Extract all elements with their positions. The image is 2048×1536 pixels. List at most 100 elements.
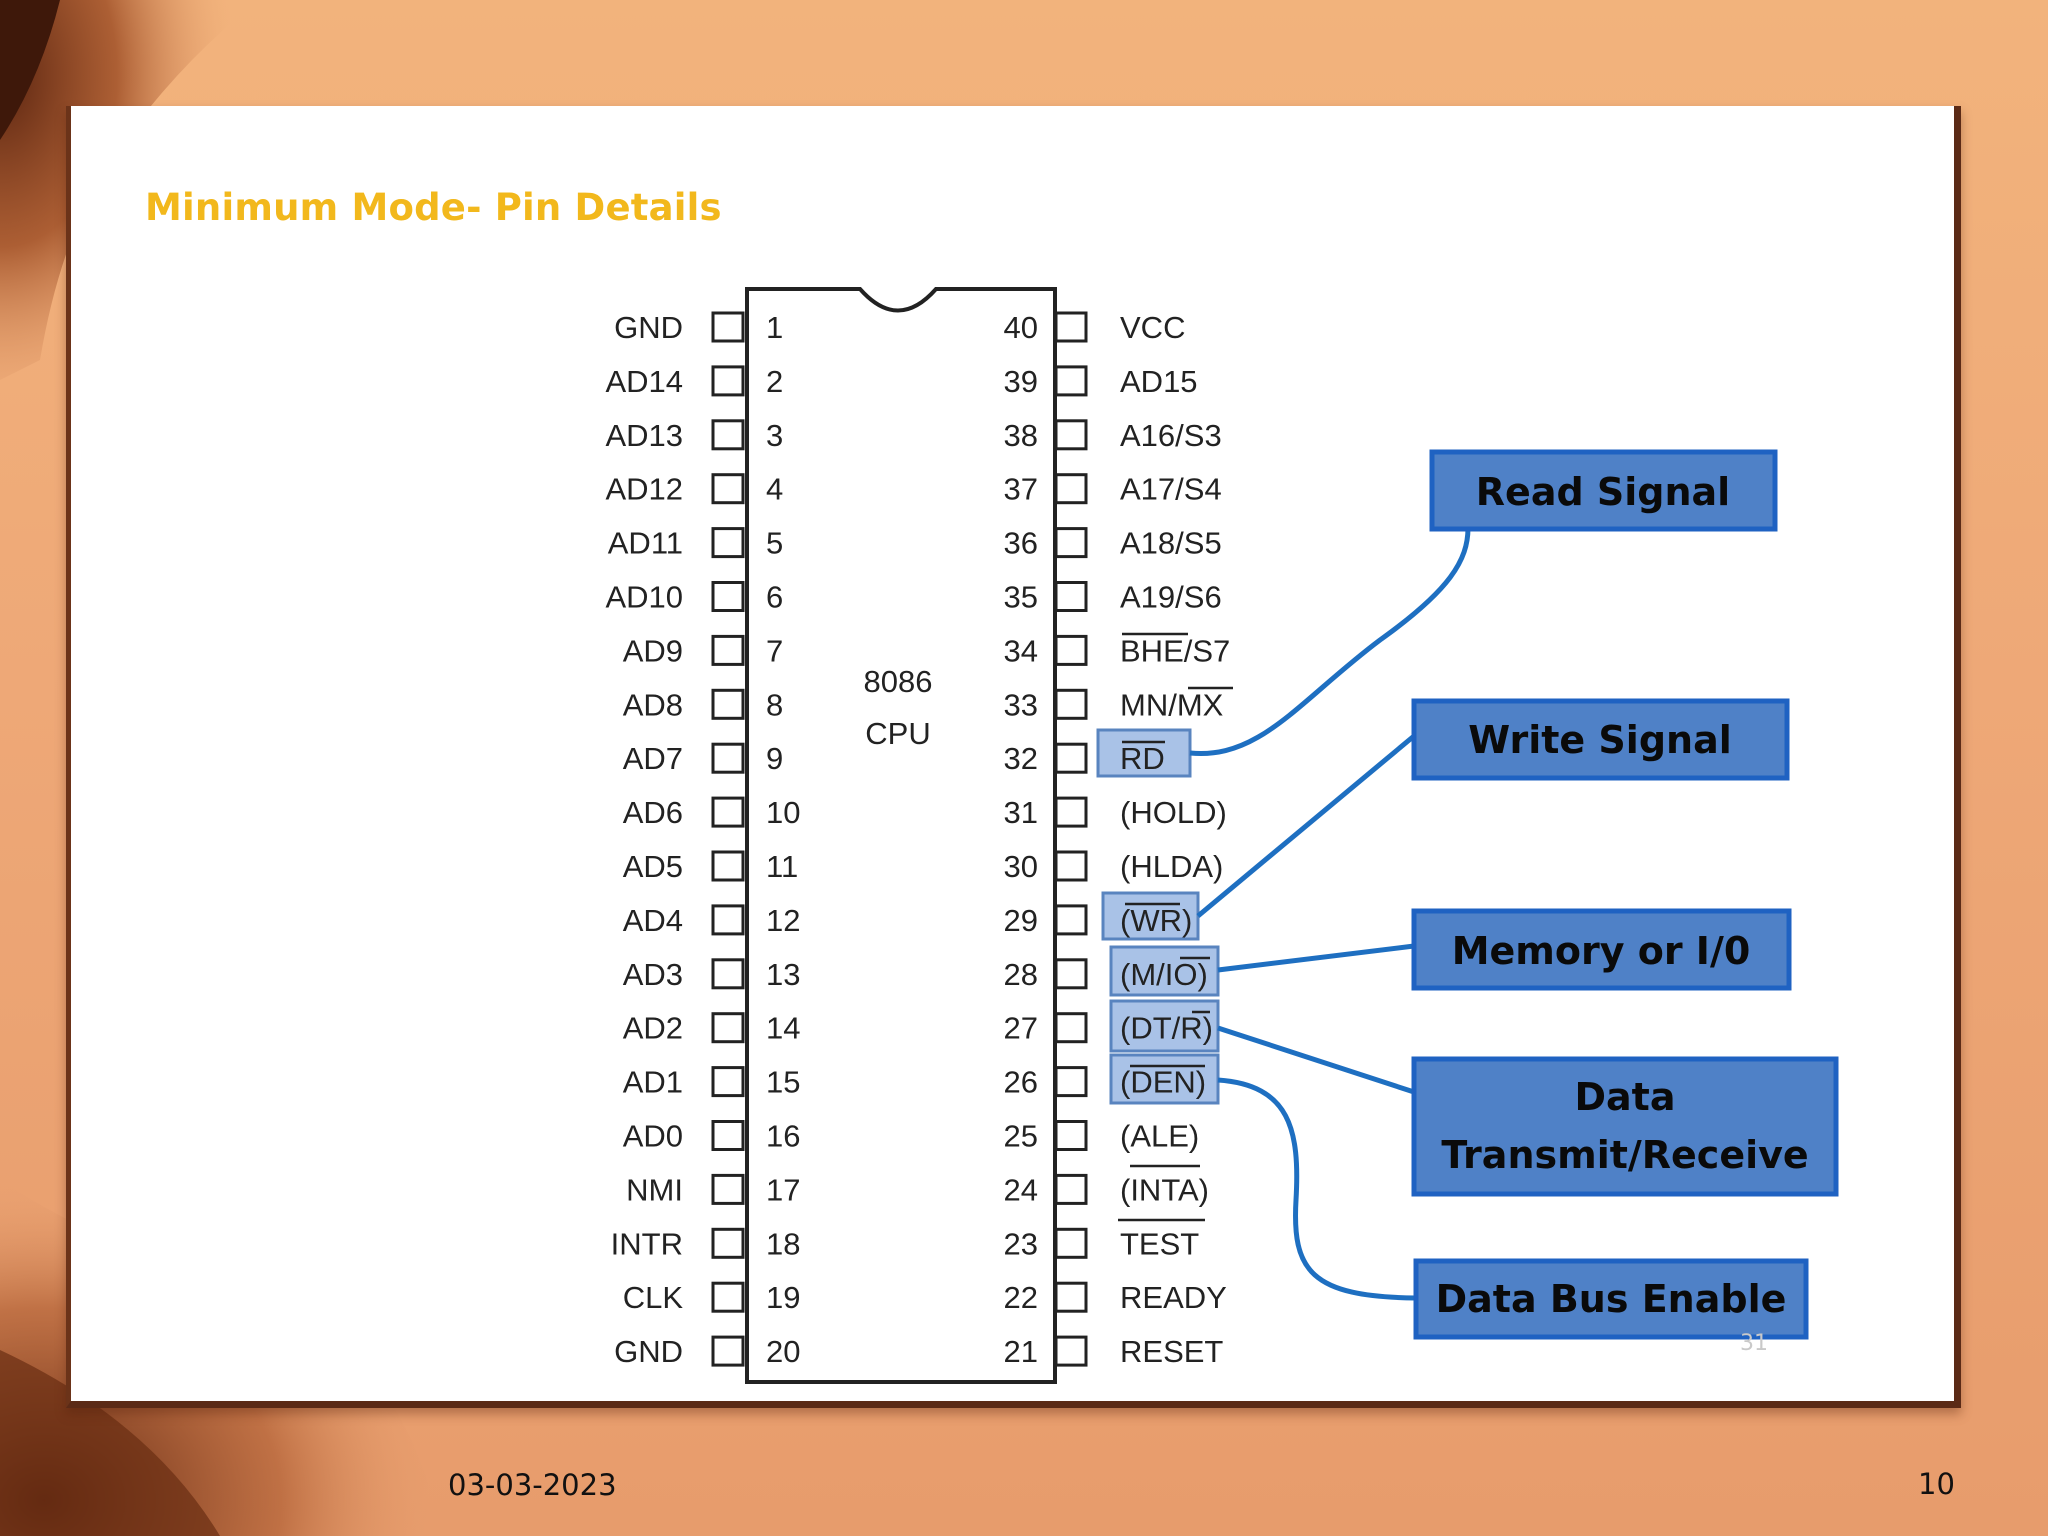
pin-28-pad (1054, 958, 1088, 990)
pin-2-number: 2 (766, 364, 783, 399)
pin-34-label: BHE/S7 (1120, 633, 1230, 668)
pin-17-label: NMI (626, 1172, 683, 1207)
pin-38-pad (1054, 419, 1088, 451)
pin-39-number: 39 (1004, 364, 1038, 399)
pin-23-number: 23 (1004, 1226, 1038, 1261)
pin-35-number: 35 (1004, 580, 1038, 615)
overbars (1118, 632, 1233, 1222)
pin-36-pad (1054, 527, 1088, 559)
pin-22-pad (1054, 1281, 1088, 1313)
callout-dtr-box (1411, 1056, 1839, 1197)
pin-9-pad (711, 742, 745, 774)
pin-18-number: 18 (766, 1226, 800, 1261)
pin-40-label: VCC (1120, 310, 1185, 345)
pin-12-number: 12 (766, 903, 800, 938)
pin-3-label: AD13 (605, 418, 683, 453)
pin-36-label: A18/S5 (1120, 526, 1222, 561)
pin-12-label: AD4 (623, 903, 683, 938)
pin-29-label: (WR) (1120, 903, 1192, 938)
pin-11-label: AD5 (623, 849, 683, 884)
callout-read-text: Read Signal (1476, 470, 1730, 514)
pin-30-number: 30 (1004, 849, 1038, 884)
callout-dtr-text-line1: Data (1575, 1075, 1676, 1119)
pin-25-pad (1054, 1120, 1088, 1151)
highlight-den (1109, 1053, 1220, 1105)
pin-3-number: 3 (766, 418, 783, 453)
chip-name-line1: 8086 (864, 664, 933, 699)
callout-den-box (1413, 1258, 1809, 1340)
pin-7-number: 7 (766, 633, 783, 668)
pin-6-pad (711, 581, 745, 612)
pin-37-label: A17/S4 (1120, 472, 1222, 507)
pin-19-label: CLK (623, 1280, 684, 1315)
connector-memio (1217, 943, 1415, 973)
pin-2-label: AD14 (605, 364, 683, 399)
pin-5-pad (711, 527, 745, 559)
callout-read-box (1429, 449, 1778, 532)
pin-40-number: 40 (1004, 310, 1038, 345)
connector-den (1217, 1077, 1417, 1301)
pin-25-number: 25 (1004, 1119, 1038, 1154)
pin-18-pad (711, 1227, 745, 1259)
pin-11-number: 11 (766, 849, 798, 884)
footer-page-number: 10 (1918, 1467, 1955, 1501)
pin-13-label: AD3 (623, 957, 683, 992)
pin-37-pad (1054, 473, 1088, 505)
pin-31-pad (1054, 796, 1088, 828)
embedded-page-number: 31 (1740, 1331, 1768, 1356)
pin-28-label: (M/IO) (1120, 957, 1208, 992)
callouts: Read Signal Write Signal Memory or I/0 D… (1411, 449, 1839, 1340)
pin-24-number: 24 (1004, 1172, 1038, 1207)
pin-21-pad (1054, 1335, 1088, 1367)
pin-9-label: AD7 (623, 741, 683, 776)
pin-39-pad (1054, 365, 1088, 397)
pin-27-number: 27 (1004, 1011, 1038, 1046)
pin-8-number: 8 (766, 687, 783, 722)
footer-date: 03-03-2023 (448, 1468, 617, 1502)
pin-31-number: 31 (1004, 795, 1038, 830)
highlight-mio (1109, 945, 1220, 997)
pin-25-label: (ALE) (1120, 1119, 1199, 1154)
connectors (1189, 527, 1471, 1301)
connector-dtr (1217, 1025, 1415, 1095)
pin-30-pad (1054, 850, 1088, 882)
pin-21-label: RESET (1120, 1334, 1223, 1369)
pin-26-number: 26 (1004, 1065, 1038, 1100)
callout-memio-box (1411, 908, 1792, 991)
pin-20-pad (711, 1335, 745, 1367)
pin-10-number: 10 (766, 795, 800, 830)
pin-33-number: 33 (1004, 687, 1038, 722)
pin-28-number: 28 (1004, 957, 1038, 992)
pin-8-label: AD8 (623, 687, 683, 722)
callout-memio-text: Memory or I/0 (1452, 929, 1751, 973)
pin-10-label: AD6 (623, 795, 683, 830)
pin-40-pad (1054, 311, 1088, 343)
pin-4-number: 4 (766, 472, 783, 507)
pin-34-number: 34 (1004, 633, 1038, 668)
connector-read (1189, 527, 1471, 757)
pin-35-label: A19/S6 (1120, 580, 1222, 615)
pin-21-number: 21 (1004, 1334, 1038, 1369)
pin-33-pad (1054, 688, 1088, 720)
slide-title: Minimum Mode- Pin Details (145, 186, 722, 229)
pin-26-label: (DEN) (1120, 1065, 1206, 1100)
pin-22-label: READY (1120, 1280, 1227, 1315)
pin-13-pad (711, 958, 745, 990)
pin-31-label: (HOLD) (1120, 795, 1227, 830)
pin-26-pad (1054, 1066, 1088, 1098)
chip-body (745, 287, 1057, 1384)
pin-36-number: 36 (1004, 526, 1038, 561)
pin-14-label: AD2 (623, 1011, 683, 1046)
pin-14-number: 14 (766, 1011, 800, 1046)
pin-3-pad (711, 419, 745, 451)
connector-write (1196, 734, 1416, 918)
pin-37-number: 37 (1004, 472, 1038, 507)
pin-29-pad (1054, 904, 1088, 936)
pin-7-label: AD9 (623, 633, 683, 668)
pin-30-label: (HLDA) (1120, 849, 1223, 884)
pin-14-pad (711, 1012, 745, 1044)
pin-17-pad (711, 1173, 745, 1205)
highlight-wr (1101, 891, 1200, 941)
pin-2-pad (711, 365, 745, 397)
